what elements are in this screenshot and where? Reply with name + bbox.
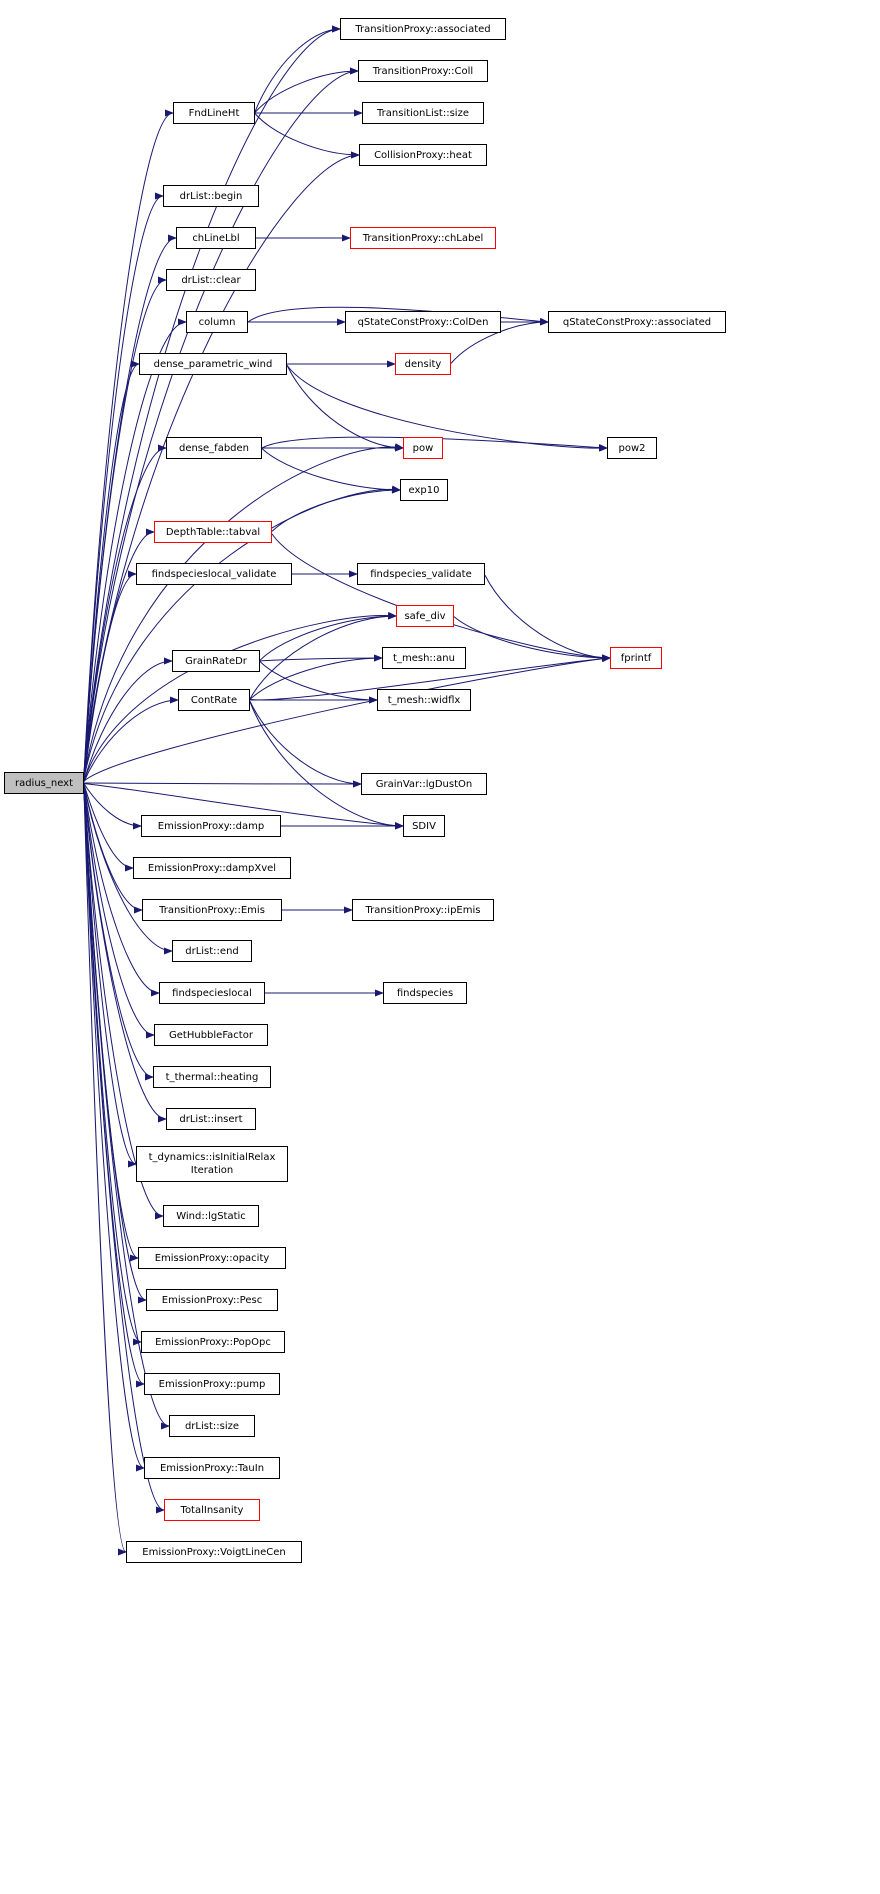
graph-node-popopc[interactable]: EmissionProxy::PopOpc	[141, 1331, 285, 1353]
graph-node-pow[interactable]: pow	[403, 437, 443, 459]
call-edge-contrate-to-sdiv	[249, 701, 404, 830]
graph-node-tauin[interactable]: EmissionProxy::TauIn	[144, 1457, 280, 1479]
call-edge-tabval-to-fprintf	[271, 533, 611, 662]
call-edge-root-to-fslv	[83, 570, 137, 780]
graph-node-fndlineht[interactable]: FndLineHt	[173, 102, 255, 124]
call-edge-root-to-tauin	[83, 790, 145, 1472]
graph-node-safe_div[interactable]: safe_div	[396, 605, 454, 627]
graph-node-dr_size[interactable]: drList::size	[169, 1415, 255, 1437]
call-edge-root-to-column	[83, 318, 187, 777]
graph-node-column[interactable]: column	[186, 311, 248, 333]
call-edge-fndlineht-to-cp_heat	[254, 113, 360, 159]
graph-node-damp[interactable]: EmissionProxy::damp	[141, 815, 281, 837]
graph-node-dr_clear[interactable]: drList::clear	[166, 269, 256, 291]
call-edge-root-to-totalinsanity	[83, 790, 165, 1514]
graph-node-exp10[interactable]: exp10	[400, 479, 448, 501]
call-edge-contrate-to-anu	[249, 654, 383, 700]
graph-node-tp_associated[interactable]: TransitionProxy::associated	[340, 18, 506, 40]
call-edge-root-to-lgduston	[83, 780, 362, 788]
call-edge-root-to-dr_size	[83, 790, 170, 1430]
graph-node-fsv[interactable]: findspecies_validate	[357, 563, 485, 585]
call-edge-density-to-qs_associated	[450, 318, 549, 364]
graph-node-fabden[interactable]: dense_fabden	[166, 437, 262, 459]
graph-node-fslv[interactable]: findspecieslocal_validate	[136, 563, 292, 585]
graph-node-tp_coll[interactable]: TransitionProxy::Coll	[358, 60, 488, 82]
graph-node-dr_insert[interactable]: drList::insert	[166, 1108, 256, 1130]
call-edge-root-to-dampxvel	[83, 784, 134, 872]
call-edge-root-to-exp10	[83, 485, 401, 779]
call-edge-root-to-dr_insert	[83, 787, 167, 1123]
graph-node-pump[interactable]: EmissionProxy::pump	[144, 1373, 280, 1395]
call-edge-fsv-to-fprintf	[484, 575, 611, 662]
graph-node-grainratedr[interactable]: GrainRateDr	[172, 650, 260, 672]
call-edge-tabval-to-exp10	[271, 486, 401, 532]
call-edge-root-to-grainratedr	[83, 657, 173, 782]
graph-node-isinitrelax[interactable]: t_dynamics::isInitialRelax Iteration	[136, 1146, 288, 1182]
call-edge-contrate-to-safe_div	[249, 612, 397, 699]
graph-node-widflx[interactable]: t_mesh::widflx	[377, 689, 471, 711]
call-edge-root-to-hubble	[83, 786, 155, 1039]
graph-node-lgstatic[interactable]: Wind::lgStatic	[163, 1205, 259, 1227]
call-edge-contrate-to-fprintf	[249, 655, 611, 701]
call-edge-contrate-to-lgduston	[249, 701, 362, 788]
call-edge-grainratedr-to-widflx	[259, 661, 378, 704]
call-edge-fndlineht-to-tp_associated	[254, 25, 341, 112]
call-edge-root-to-fabden	[83, 444, 167, 779]
call-edge-safe_div-to-fprintf	[453, 616, 611, 662]
graph-node-totalinsanity[interactable]: TotalInsanity	[164, 1499, 260, 1521]
graph-node-chlinelbl[interactable]: chLineLbl	[176, 227, 256, 249]
call-edge-grainratedr-to-safe_div	[259, 612, 397, 661]
call-edge-root-to-chlinelbl	[83, 234, 177, 776]
call-edge-fndlineht-to-tp_coll	[254, 67, 359, 113]
graph-node-dr_begin[interactable]: drList::begin	[163, 185, 259, 207]
graph-node-contrate[interactable]: ContRate	[178, 689, 250, 711]
graph-node-fprintf[interactable]: fprintf	[610, 647, 662, 669]
graph-node-tl_size[interactable]: TransitionList::size	[362, 102, 484, 124]
call-edge-root-to-dr_begin	[83, 192, 164, 776]
graph-node-dpw[interactable]: dense_parametric_wind	[139, 353, 287, 375]
graph-node-cp_heat[interactable]: CollisionProxy::heat	[359, 144, 487, 166]
graph-node-fsl[interactable]: findspecieslocal	[159, 982, 265, 1004]
graph-node-tabval[interactable]: DepthTable::tabval	[154, 521, 272, 543]
call-edge-root-to-damp	[83, 783, 142, 830]
call-edge-root-to-isinitrelax	[83, 788, 137, 1168]
graph-node-pow2[interactable]: pow2	[607, 437, 657, 459]
call-edge-dpw-to-pow2	[286, 364, 608, 452]
graph-node-opacity[interactable]: EmissionProxy::opacity	[138, 1247, 286, 1269]
graph-node-root: radius_next	[4, 772, 84, 794]
graph-node-sdiv[interactable]: SDIV	[403, 815, 445, 837]
call-edge-fabden-to-exp10	[261, 448, 401, 494]
call-edge-root-to-voigt	[83, 790, 127, 1556]
call-edge-dpw-to-pow	[286, 365, 404, 452]
call-edge-root-to-lgstatic	[83, 789, 164, 1220]
call-edge-root-to-fprintf	[83, 655, 611, 782]
graph-node-hubble[interactable]: GetHubbleFactor	[154, 1024, 268, 1046]
graph-node-lgduston[interactable]: GrainVar::lgDustOn	[361, 773, 487, 795]
call-edge-column-to-qs_associated	[247, 306, 549, 325]
graph-node-ipemis[interactable]: TransitionProxy::ipEmis	[352, 899, 494, 921]
call-edge-root-to-sdiv	[83, 783, 404, 830]
graph-node-pesc[interactable]: EmissionProxy::Pesc	[146, 1289, 278, 1311]
call-edge-root-to-fndlineht	[83, 109, 174, 776]
graph-node-findspecies[interactable]: findspecies	[383, 982, 467, 1004]
graph-node-tp_chlabel[interactable]: TransitionProxy::chLabel	[350, 227, 496, 249]
call-edge-root-to-contrate	[83, 696, 179, 782]
graph-node-dampxvel[interactable]: EmissionProxy::dampXvel	[133, 857, 291, 879]
graph-node-heating[interactable]: t_thermal::heating	[153, 1066, 271, 1088]
graph-node-qs_associated[interactable]: qStateConstProxy::associated	[548, 311, 726, 333]
call-edge-root-to-pow	[83, 443, 404, 779]
graph-node-density[interactable]: density	[395, 353, 451, 375]
graph-node-qs_colden[interactable]: qStateConstProxy::ColDen	[345, 311, 501, 333]
call-edge-root-to-dr_end	[83, 785, 173, 955]
graph-node-voigt[interactable]: EmissionProxy::VoigtLineCen	[126, 1541, 302, 1563]
graph-node-anu[interactable]: t_mesh::anu	[382, 647, 466, 669]
call-edge-root-to-fsl	[83, 786, 160, 997]
call-edge-root-to-dpw	[83, 360, 140, 777]
graph-node-dr_end[interactable]: drList::end	[172, 940, 252, 962]
graph-node-emis[interactable]: TransitionProxy::Emis	[142, 899, 282, 921]
